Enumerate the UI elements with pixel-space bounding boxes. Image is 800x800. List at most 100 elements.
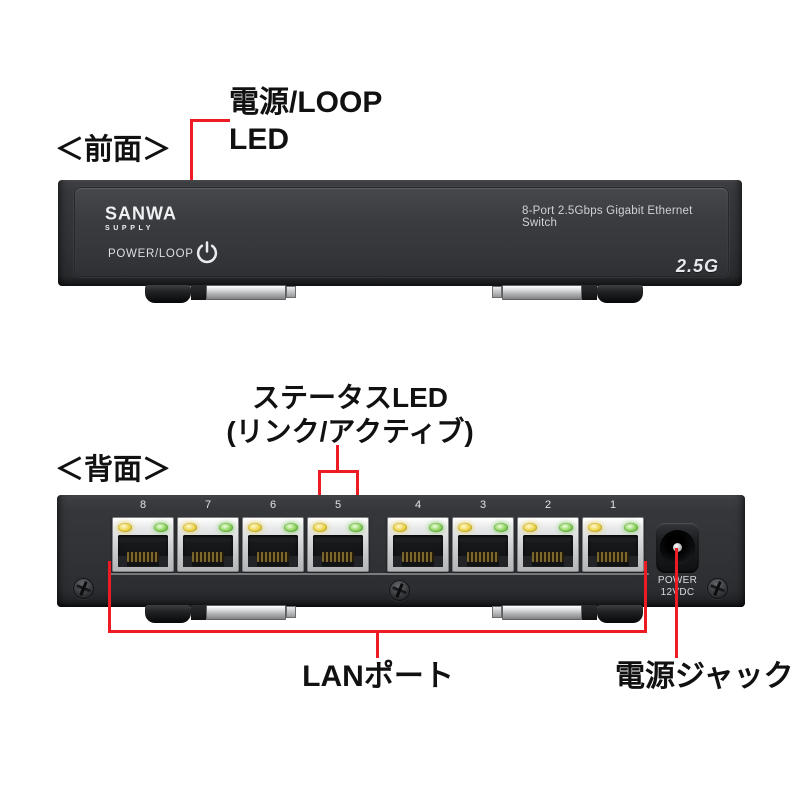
front-view-label: ＜前面＞ [55,134,172,166]
rubber-foot [145,285,191,303]
rj45-jack [393,535,443,567]
foot-mount [191,285,206,300]
status-led-annotation-line2: (リンク/アクティブ) [226,416,474,447]
link-led-yellow [118,523,132,532]
power-led-annotation-line2: LED [229,123,289,156]
port-number-6: 6 [269,499,277,511]
back-right-foot [492,605,643,623]
speed-badge: 2.5G [676,256,720,276]
front-faceplate: SANWA SUPPLY POWER/LOOP 8-Port 2.5Gbps G… [74,187,729,277]
rj45-pins [532,552,564,562]
annotation-line-power-led [190,119,193,228]
link-led-yellow [313,523,327,532]
active-led-green [154,523,168,532]
clip-tab [492,606,502,618]
rj45-jack [588,535,638,567]
power-jack-annotation: 電源ジャック [615,660,794,693]
power-led-annotation-line1: 電源/LOOP [229,86,383,119]
lan-port-row [112,517,644,572]
model-text: 8-Port 2.5Gbps Gigabit Ethernet Switch [522,205,693,229]
link-led-yellow [523,523,537,532]
metal-clip [206,605,286,620]
port-number-3: 3 [479,499,487,511]
port-number-8: 8 [139,499,147,511]
port-number-7: 7 [204,499,212,511]
metal-clip [502,605,582,620]
foot-mount [191,605,206,620]
lan-port-7 [177,517,239,572]
dc-jack-pin [673,543,682,552]
metal-clip [502,285,582,300]
clip-tab [286,286,296,298]
rj45-pins [192,552,224,562]
port-bezel-edge [109,573,649,575]
rj45-pins [257,552,289,562]
rj45-pins [402,552,434,562]
lan-port-5 [307,517,369,572]
port-number-4: 4 [414,499,422,511]
rj45-jack [183,535,233,567]
lan-port-2 [517,517,579,572]
port-number-row: 8 7 6 5 4 3 2 1 [112,499,644,511]
foot-mount [582,285,597,300]
active-led-green [219,523,233,532]
screw-icon [385,576,414,605]
clip-tab [492,286,502,298]
active-led-green [559,523,573,532]
rj45-pins [597,552,629,562]
status-led-annotation: ステータスLED (リンク/アクティブ) [200,381,500,449]
active-led-green [624,523,638,532]
link-led-yellow [458,523,472,532]
power-loop-label: POWER/LOOP [108,248,194,260]
active-led-green [349,523,363,532]
link-led-yellow [183,523,197,532]
port-number-2: 2 [544,499,552,511]
annotation-line-lan-ports [376,630,379,658]
port-group-gap [372,499,384,511]
rj45-jack [523,535,573,567]
rj45-jack [118,535,168,567]
rubber-foot [145,605,191,623]
annotation-line-status-led [336,445,339,473]
annotation-line-power-jack [675,548,678,658]
supply-logo-text: SUPPLY [105,225,154,232]
link-led-yellow [588,523,602,532]
lan-port-3 [452,517,514,572]
status-led-annotation-line1: ステータスLED [251,382,448,413]
rj45-jack [458,535,508,567]
rj45-jack [248,535,298,567]
lan-port-annotation: LANポート [302,660,454,693]
annotation-line-lan-ports [108,561,111,633]
rj45-pins [127,552,159,562]
active-led-green [284,523,298,532]
power-icon [196,241,218,264]
link-led-yellow [393,523,407,532]
annotation-line-power-led [190,119,230,122]
rj45-pins [322,552,354,562]
clip-tab [286,606,296,618]
foot-mount [582,605,597,620]
front-left-foot [145,285,296,303]
switch-front-panel: SANWA SUPPLY POWER/LOOP 8-Port 2.5Gbps G… [58,180,742,286]
link-led-yellow [248,523,262,532]
switch-back-panel: 8 7 6 5 4 3 2 1 [57,495,745,607]
rj45-pins [467,552,499,562]
rubber-foot [597,605,643,623]
active-led-green [429,523,443,532]
annotation-line-lan-ports [644,561,647,633]
metal-clip [206,285,286,300]
power-led-annotation: 電源/LOOP LED [229,84,382,158]
back-view-label: ＜背面＞ [55,454,172,486]
lan-port-6 [242,517,304,572]
port-group-gap [372,517,384,572]
active-led-green [494,523,508,532]
back-left-foot [145,605,296,623]
lan-port-4 [387,517,449,572]
front-right-foot [492,285,643,303]
annotation-line-status-led [318,470,359,473]
rubber-foot [597,285,643,303]
screw-icon [703,574,732,603]
rj45-jack [313,535,363,567]
sanwa-logo: SANWA SUPPLY [105,202,177,232]
